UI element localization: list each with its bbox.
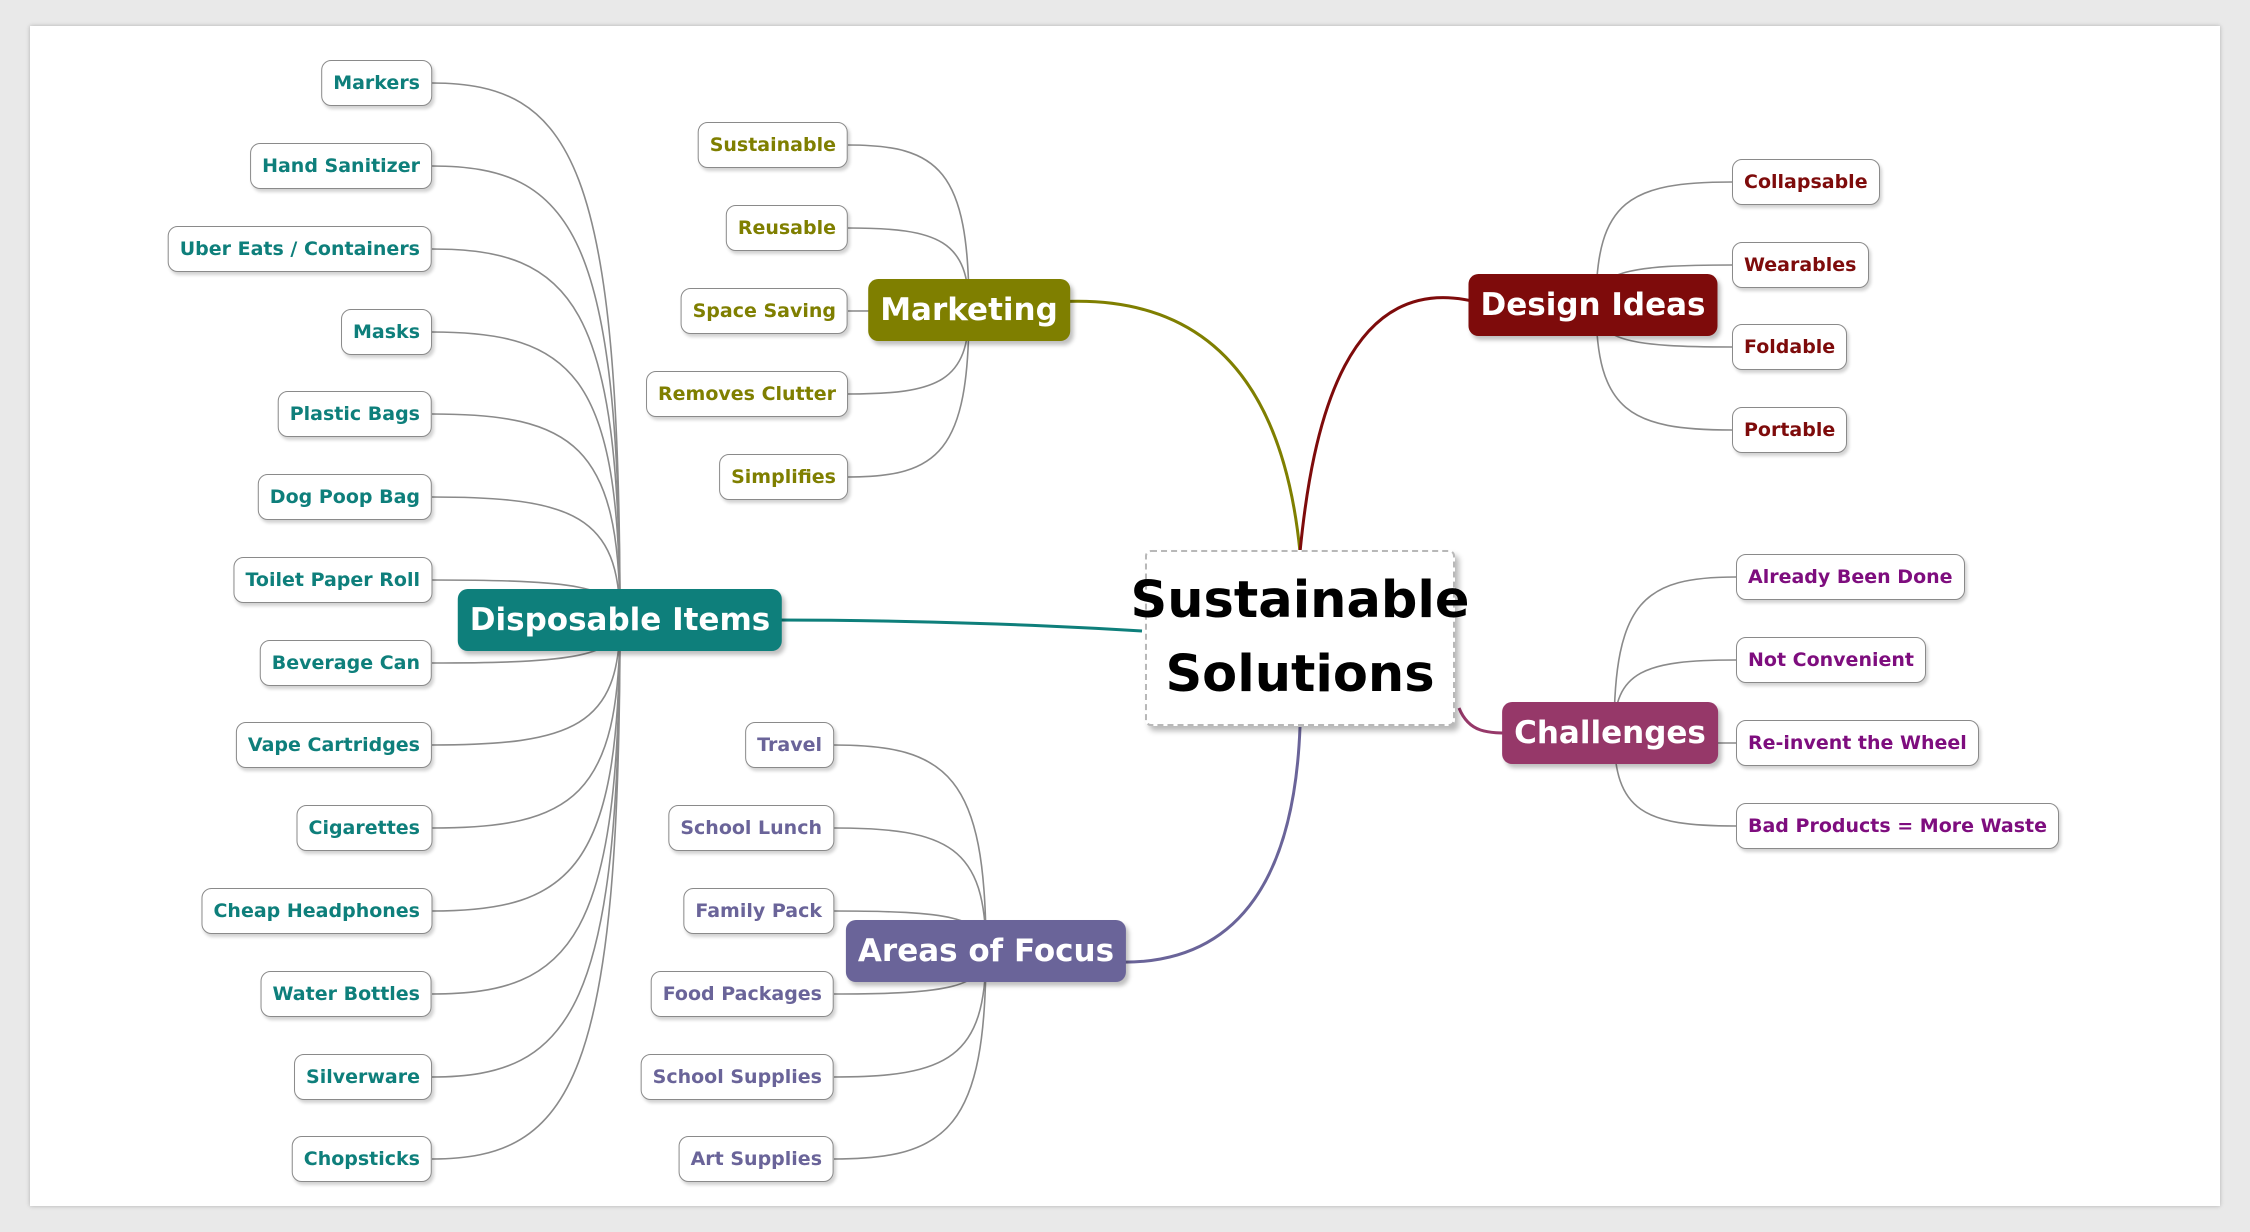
branch-design-ideas[interactable]: Design Ideas [1468, 274, 1718, 336]
leaf-disposable-0[interactable]: Markers [321, 60, 432, 106]
leaf-disposable-9[interactable]: Cigarettes [296, 805, 432, 851]
leaf-focus-3[interactable]: Food Packages [650, 971, 834, 1017]
leaf-disposable-5[interactable]: Dog Poop Bag [257, 474, 432, 520]
leaf-marketing-4[interactable]: Simplifies [719, 454, 848, 500]
leaf-disposable-2[interactable]: Uber Eats / Containers [167, 226, 432, 272]
leaf-marketing-2[interactable]: Space Saving [680, 288, 848, 334]
leaf-focus-2[interactable]: Family Pack [683, 888, 834, 934]
leaf-focus-4[interactable]: School Supplies [640, 1054, 834, 1100]
leaf-disposable-3[interactable]: Masks [341, 309, 432, 355]
branch-disposable-items[interactable]: Disposable Items [457, 589, 783, 651]
leaf-focus-1[interactable]: School Lunch [668, 805, 834, 851]
leaf-marketing-3[interactable]: Removes Clutter [646, 371, 848, 417]
leaf-challenges-0[interactable]: Already Been Done [1736, 554, 1965, 600]
leaf-disposable-13[interactable]: Chopsticks [291, 1136, 432, 1182]
leaf-disposable-12[interactable]: Silverware [294, 1054, 432, 1100]
leaf-design-0[interactable]: Collapsable [1732, 159, 1880, 205]
central-topic[interactable]: Sustainable Solutions [1131, 550, 1470, 726]
leaf-marketing-0[interactable]: Sustainable [697, 122, 848, 168]
leaf-focus-0[interactable]: Travel [745, 722, 834, 768]
leaf-challenges-2[interactable]: Re-invent the Wheel [1736, 720, 1979, 766]
leaf-disposable-7[interactable]: Beverage Can [259, 640, 432, 686]
leaf-challenges-1[interactable]: Not Convenient [1736, 637, 1926, 683]
leaf-disposable-6[interactable]: Toilet Paper Roll [233, 557, 432, 603]
mind-map-canvas [30, 26, 2220, 1206]
leaf-disposable-8[interactable]: Vape Cartridges [235, 722, 432, 768]
leaf-disposable-4[interactable]: Plastic Bags [277, 391, 432, 437]
leaf-design-1[interactable]: Wearables [1732, 242, 1869, 288]
branch-challenges[interactable]: Challenges [1502, 702, 1718, 764]
leaf-focus-5[interactable]: Art Supplies [678, 1136, 834, 1182]
leaf-design-3[interactable]: Portable [1732, 407, 1848, 453]
leaf-disposable-1[interactable]: Hand Sanitizer [250, 143, 432, 189]
branch-marketing[interactable]: Marketing [868, 279, 1070, 341]
leaf-disposable-10[interactable]: Cheap Headphones [201, 888, 432, 934]
branch-areas-of-focus[interactable]: Areas of Focus [845, 920, 1127, 982]
leaf-design-2[interactable]: Foldable [1732, 324, 1848, 370]
leaf-challenges-3[interactable]: Bad Products = More Waste [1736, 803, 2060, 849]
leaf-marketing-1[interactable]: Reusable [725, 205, 848, 251]
leaf-disposable-11[interactable]: Water Bottles [260, 971, 432, 1017]
